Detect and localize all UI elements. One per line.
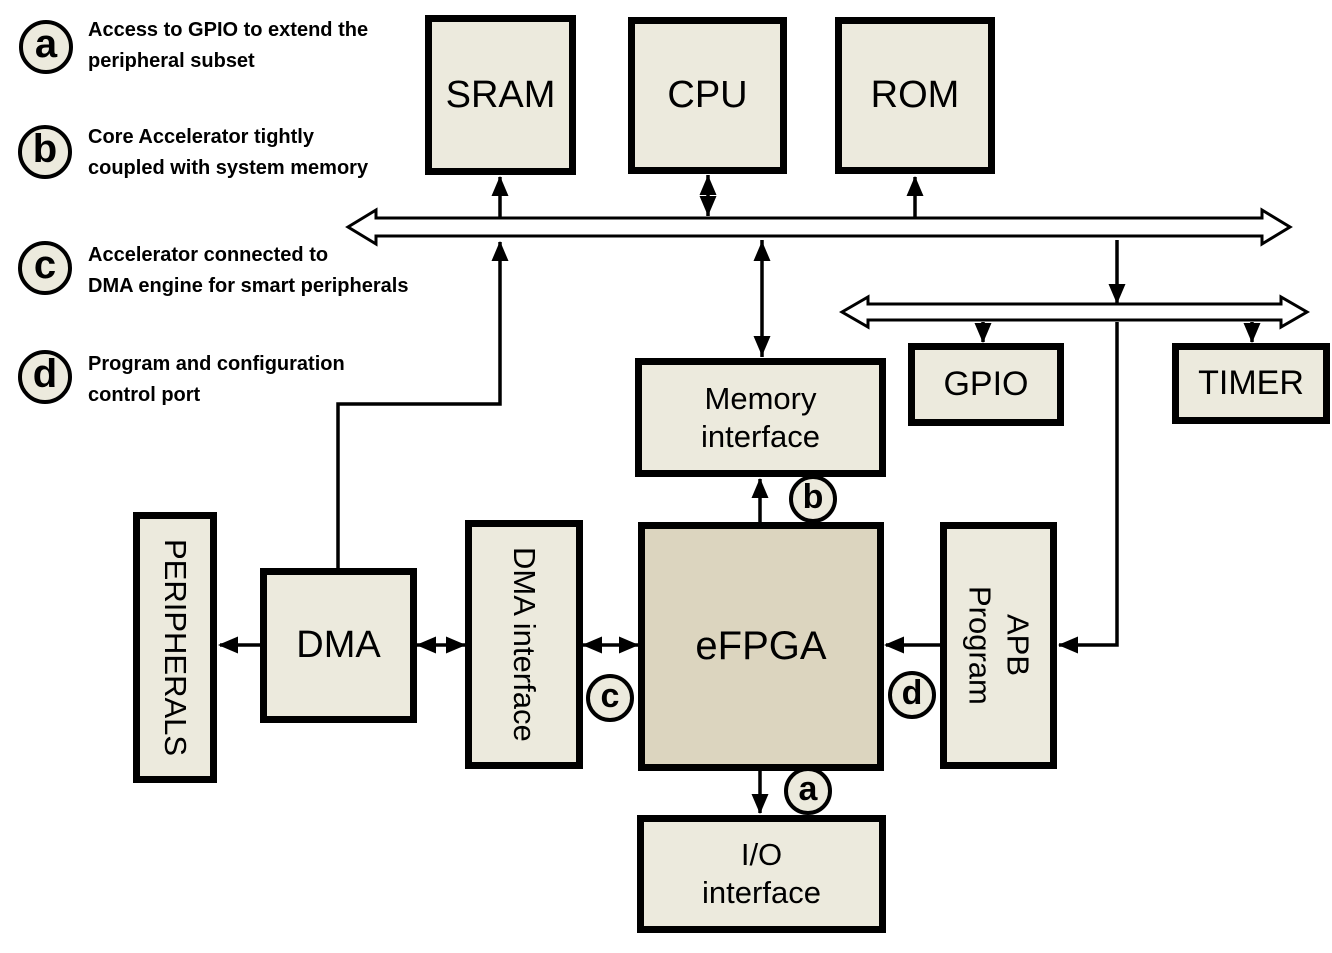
legend-letter-c: c [33,243,57,287]
arrowheads [218,175,1261,814]
block-peripherals-label: PERIPHERALS [157,538,193,757]
legend-letter-d: d [32,352,58,396]
block-gpio-label: GPIO [943,364,1029,403]
arrowhead-bus-to-apbbus [1108,284,1126,304]
block-dma-interface: DMA interface [465,520,583,769]
block-apb-program-label: APB Program [962,586,1036,705]
arrowhead-timer [1243,323,1261,343]
block-cpu: CPU [628,17,787,174]
block-dma: DMA [260,568,417,723]
block-apb-program: APB Program [940,522,1057,769]
wire-apb-bus-to-apb-program [1059,322,1119,647]
arrowhead-cpu-up [699,175,717,195]
arrowhead-dmaif-efpga-right [619,636,639,654]
block-dma-label: DMA [296,624,381,667]
block-cpu-label: CPU [667,74,748,117]
legend-text-a: Access to GPIO to extend the peripheral … [88,19,369,72]
legend-circle-d: d [18,350,72,404]
arrowhead-efpga-to-mem [751,478,769,498]
legend-letter-b: b [32,127,58,171]
arrowhead-dma-dmaif-left [416,636,436,654]
marker-b: b [789,475,837,523]
block-rom: ROM [835,17,995,174]
block-io-interface: I/O interface [637,815,886,933]
block-memory-interface-label: Memory interface [701,380,820,454]
arrowhead-into-peripherals [218,636,238,654]
block-sram-label: SRAM [445,73,556,116]
arrowhead-cpu-down [699,196,717,216]
block-timer: TIMER [1172,343,1330,424]
arrowhead-rom [906,176,924,196]
marker-a: a [784,767,832,815]
arrowhead-apbprog-to-efpga [884,636,904,654]
legend-circle-a: a [19,20,73,74]
apb-bus-arrow [838,294,1311,330]
block-gpio: GPIO [908,343,1064,426]
legend-text-d: Program and configuration control port [88,353,345,406]
main-bus-arrow [345,207,1293,247]
block-rom-label: ROM [870,74,960,117]
arrowhead-sram [491,176,509,196]
legend-circle-b: b [18,125,72,179]
marker-d-letter: d [901,673,923,712]
block-timer-label: TIMER [1198,363,1304,402]
block-sram: SRAM [425,15,576,175]
marker-c-letter: c [600,676,620,715]
block-efpga: eFPGA [638,522,884,771]
legend-circle-c: c [18,241,72,295]
arrowhead-dma-to-bus [491,241,509,261]
arrowhead-gpio [974,323,992,343]
marker-a-letter: a [798,769,818,808]
legend-text-b: Core Accelerator tightly coupled with sy… [88,126,369,179]
arrowhead-dma-dmaif-right [446,636,466,654]
wire-dma-to-bus [336,242,502,569]
marker-b-letter: b [802,477,824,516]
marker-d: d [888,671,936,719]
legend-letter-a: a [34,22,58,66]
arrowhead-into-apb-program [1058,636,1078,654]
block-io-interface-label: I/O interface [702,837,821,910]
block-efpga-label: eFPGA [695,624,827,669]
arrowhead-membus-up [753,241,771,261]
arrowhead-dmaif-efpga-left [582,636,602,654]
block-dma-interface-label: DMA interface [506,547,542,742]
arrowhead-membus-down [753,336,771,356]
block-peripherals: PERIPHERALS [133,512,217,783]
marker-c: c [586,674,634,722]
arrowhead-efpga-to-io [751,794,769,814]
legend-text-c: Accelerator connected to DMA engine for … [88,244,409,297]
block-memory-interface: Memory interface [635,358,886,477]
